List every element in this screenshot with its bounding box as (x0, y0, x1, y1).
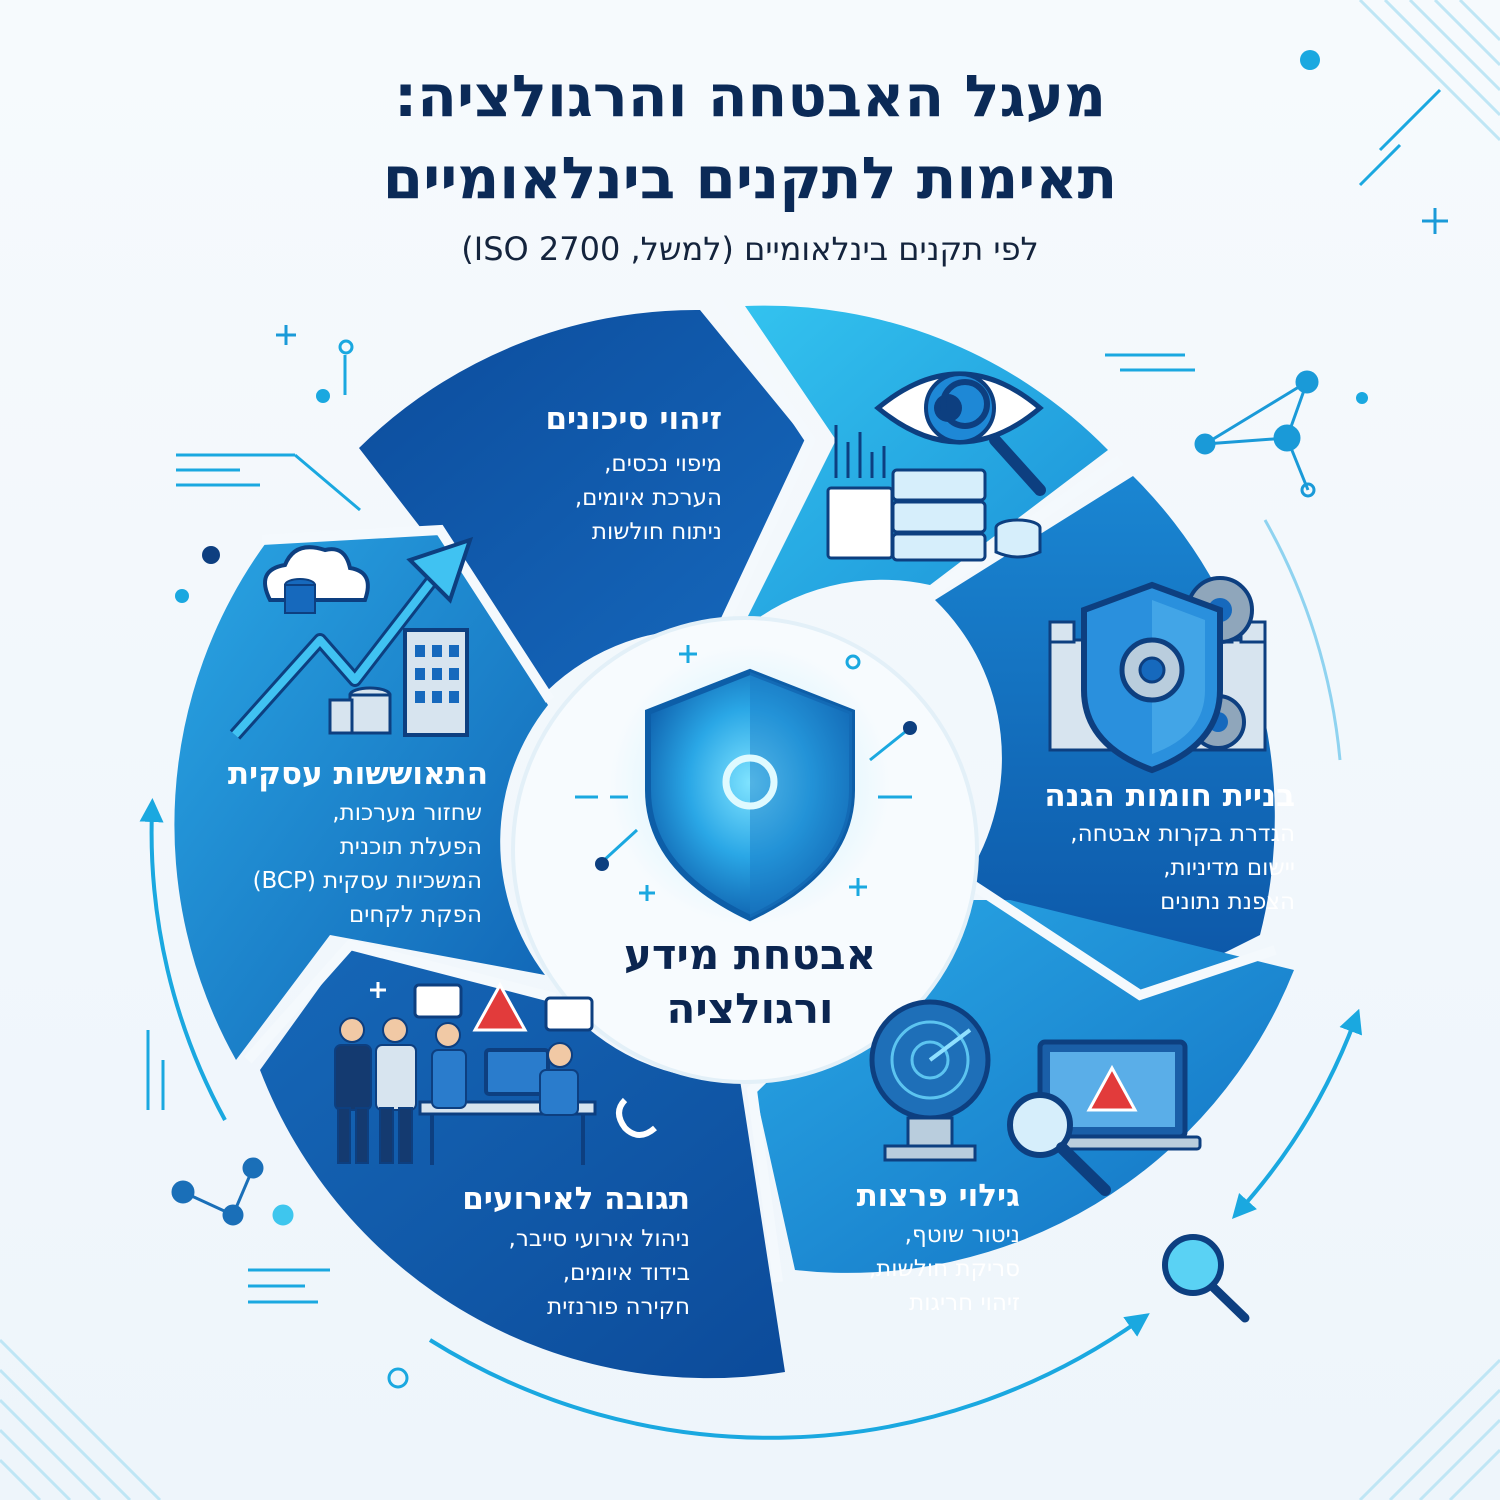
segment-item: חקירה פורנזית (547, 1294, 690, 1320)
segment-item: מיפוי נכסים, (604, 451, 722, 477)
network-nodes-icon (1194, 370, 1319, 498)
corner-stripes-bottom-left (0, 1338, 162, 1500)
outer-arc-left (139, 798, 227, 1121)
segment-title-defense: בניית חומות הגנה (1044, 778, 1295, 814)
segment-item: הצפנת נתונים (1160, 889, 1295, 915)
segment-title-recovery: התאוששות עסקית (227, 756, 488, 792)
corner-stripes-top-right (1358, 0, 1500, 142)
corner-stripes-bottom-right (1358, 1358, 1500, 1500)
segment-items-defense: הגדרת בקרות אבטחה, יישום מדיניות, הצפנת … (1070, 817, 1295, 919)
segment-item: הערכת איומים, (574, 485, 722, 511)
segment-item: ניתוח חולשות (591, 519, 722, 545)
outer-arc-right (1231, 1008, 1363, 1219)
magnifier-icon (1162, 1234, 1250, 1323)
shield-gear-castle-icon (1048, 576, 1267, 774)
center-label-line-1: אבטחת מידע (623, 930, 877, 979)
page-title-line-2: תאימות לתקנים בינלאומיים (382, 144, 1118, 212)
segment-items-detection: ניטור שוטף, סריקת חולשות, זיהוי חריגות (869, 1218, 1020, 1320)
segment-item: ניהול אירועי סייבר, (508, 1226, 690, 1252)
segment-item: הגדרת בקרות אבטחה, (1070, 821, 1295, 847)
segment-risk-bg (359, 309, 808, 691)
segment-item: הפקת לקחים (349, 902, 482, 928)
response-team-icon (334, 981, 657, 1165)
cloud-growth-buildings-icon (229, 536, 474, 740)
decor-lines (146, 88, 1442, 1304)
segment-item: המשכיות עסקית (BCP) (252, 868, 482, 894)
segment-items-response: ניהול אירועי סייבר, בידוד איומים, חקירה … (509, 1222, 690, 1324)
segment-item: זיהוי חריגות (909, 1290, 1020, 1316)
center-label-line-2: ורגולציה (666, 984, 834, 1033)
decor-dots (175, 50, 1368, 1389)
center-shield-icon (575, 645, 917, 925)
segment-item: שחזור מערכות, (332, 800, 482, 826)
outer-arc-bottom (428, 1313, 1150, 1440)
segment-item: הפעלת תוכנית (339, 834, 482, 860)
segment-item: יישום מדיניות, (1163, 855, 1295, 881)
outer-arc-top-right (1263, 519, 1342, 761)
segment-item: ניטור שוטף, (904, 1222, 1020, 1248)
segment-items-recovery: שחזור מערכות, הפעלת תוכנית המשכיות עסקית… (253, 796, 482, 932)
segment-item: בידוד איומים, (562, 1260, 690, 1286)
segment-title-risk: זיהוי סיכונים (545, 401, 722, 437)
page-subtitle: לפי תקנים בינלאומיים (למשל, ISO 2700) (461, 230, 1039, 268)
radar-laptop-alert-icon (869, 999, 1202, 1196)
decor-plus-signs (276, 208, 1448, 345)
eye-magnifier-servers-icon (826, 371, 1046, 562)
center-label: אבטחת מידע ורגולציה (550, 928, 950, 1036)
network-nodes-left-icon (171, 1157, 294, 1226)
page-title-line-1: מעגל האבטחה והרגולציה: (393, 62, 1107, 130)
segment-title-detection: גילוי פרצות (856, 1178, 1020, 1214)
segment-items-risk: מיפוי נכסים, הערכת איומים, ניתוח חולשות (575, 447, 722, 549)
segment-title-response: תגובה לאירועים (462, 1181, 690, 1217)
segment-item: סריקת חולשות, (868, 1256, 1020, 1282)
